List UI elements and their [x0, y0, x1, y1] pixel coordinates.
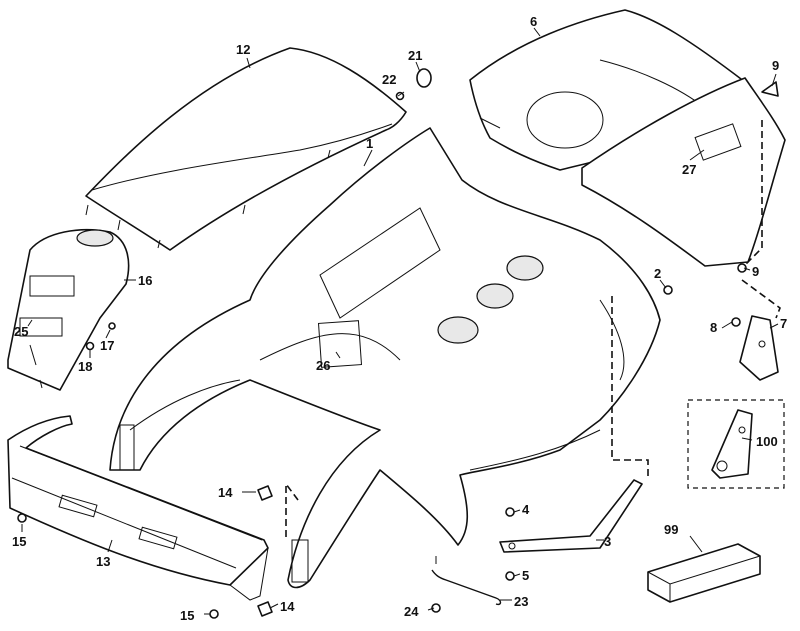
callout-16: 16 [138, 273, 152, 288]
part-18-washer[interactable] [85, 341, 95, 351]
callout-99: 99 [664, 522, 678, 537]
callout-25: 25 [14, 324, 28, 339]
part-3-support-bracket[interactable] [499, 479, 643, 553]
part-21-knob[interactable] [416, 68, 432, 88]
callout-22: 22 [382, 72, 396, 87]
callout-labels: 12 1 21 22 6 9 27 9 2 8 7 100 99 3 4 5 2… [12, 14, 787, 623]
callout-4: 4 [522, 502, 530, 517]
part-16-console-panel[interactable] [7, 229, 130, 391]
callout-2: 2 [654, 266, 661, 281]
part-15-screw-right[interactable] [209, 609, 219, 619]
part-1-main-body-shell[interactable] [109, 127, 661, 589]
callout-1: 1 [366, 136, 373, 151]
callout-15-left: 15 [12, 534, 26, 549]
callout-5: 5 [522, 568, 529, 583]
callout-18: 18 [78, 359, 92, 374]
callout-21: 21 [408, 48, 422, 63]
part-8-screw[interactable] [731, 317, 741, 327]
part-9-fastener-top[interactable] [761, 81, 779, 97]
part-13-front-bumper[interactable] [7, 415, 269, 601]
callout-3: 3 [604, 534, 611, 549]
callout-12: 12 [236, 42, 250, 57]
part-9-fastener-bottom[interactable] [737, 263, 747, 273]
callout-6: 6 [530, 14, 537, 29]
callout-13: 13 [96, 554, 110, 569]
part-5-nut[interactable] [505, 571, 515, 581]
part-27-rear-panel[interactable] [581, 77, 786, 267]
leader-lines [21, 27, 779, 615]
callout-7: 7 [780, 316, 787, 331]
assembly-guide-lines [285, 120, 781, 540]
part-12-hood-cover[interactable] [85, 47, 407, 251]
part-4-bolt[interactable] [505, 507, 515, 517]
callout-24: 24 [404, 604, 419, 619]
callout-26: 26 [316, 358, 330, 373]
callout-17: 17 [100, 338, 114, 353]
part-17-screw[interactable] [108, 322, 116, 330]
callout-27: 27 [682, 162, 696, 177]
part-99-kit-box[interactable] [647, 543, 761, 603]
callout-100: 100 [756, 434, 778, 449]
part-24-screw[interactable] [431, 603, 441, 613]
part-100-bracket-assembly[interactable] [687, 399, 785, 489]
part-14-clip-lower[interactable] [257, 601, 273, 617]
part-23-spring-clip[interactable] [431, 556, 502, 606]
callout-9-bottom: 9 [752, 264, 759, 279]
part-22-screw[interactable] [395, 91, 405, 101]
callout-14-lower: 14 [280, 599, 295, 614]
part-7-bracket[interactable] [739, 315, 779, 381]
callout-9-top: 9 [772, 58, 779, 73]
callout-14-upper: 14 [218, 485, 233, 500]
callout-15-right: 15 [180, 608, 194, 623]
callout-23: 23 [514, 594, 528, 609]
callout-8: 8 [710, 320, 717, 335]
part-14-clip-upper[interactable] [257, 485, 273, 501]
part-15-screw-left[interactable] [17, 513, 27, 523]
